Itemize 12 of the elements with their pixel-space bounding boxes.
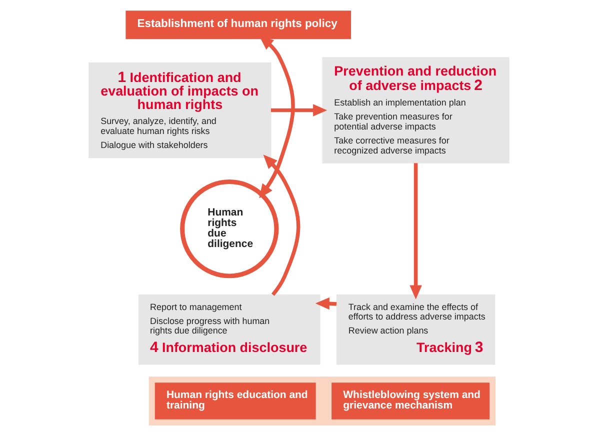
node-box: Report to management Disclose progress with human rights due diligence 4 Information disclosure: [138, 294, 320, 365]
node-box: Establishment of human rights policy: [126, 10, 352, 40]
arrow: [263, 154, 300, 296]
node-box: Prevention and reduction of adverse impacts 2 Establish an implementation plan Take prevention measures for potential adverse impacts Take corrective measures for recognized adverse impacts: [322, 57, 510, 164]
cluster: [148, 376, 496, 426]
arrow: [410, 163, 422, 300]
node-circle: Human rights due diligence: [180, 180, 279, 278]
arrow: [270, 104, 328, 116]
node-box: Whistleblowing system and grievance mechanism: [332, 382, 490, 420]
node-box: 1 Identification and evaluation of impacts on human rights Survey, analyze, identify, and evaluate human rights risks Dialogue with stakeholders: [88, 62, 272, 158]
node-box: Track and examine the effects of efforts to address adverse impacts Review action plans Tracking 3: [336, 294, 496, 365]
node-box: Human rights education and training: [154, 382, 316, 420]
